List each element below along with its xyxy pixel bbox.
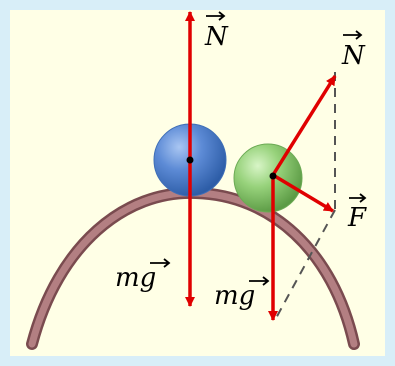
green-ball-center [269, 172, 277, 180]
vector-arrow-icon [206, 11, 226, 21]
label-net-force: F [347, 193, 367, 233]
label-weight-blue: mg [115, 258, 171, 293]
green-ball [233, 143, 303, 213]
label-normal-force-blue: N [204, 11, 229, 52]
net-force-arrow [272, 173, 334, 213]
dashed-parallelogram-bottom [274, 209, 336, 321]
vector-arrow-icon [249, 276, 270, 286]
weight-label-green: mg [214, 281, 255, 311]
normal-force-arrow-green [271, 75, 337, 176]
vector-arrow-icon [150, 258, 171, 268]
label-weight-green: mg [214, 276, 270, 311]
normal-force-label-blue: N [204, 22, 229, 52]
vector-arrow-icon [349, 193, 367, 203]
blue-ball-center [186, 156, 194, 164]
net-force-label: F [347, 203, 367, 233]
weight-label-blue: mg [115, 263, 156, 293]
label-normal-force-green: N [341, 30, 366, 71]
normal-force-label-green: N [341, 41, 366, 71]
vector-arrow-icon [343, 30, 363, 40]
